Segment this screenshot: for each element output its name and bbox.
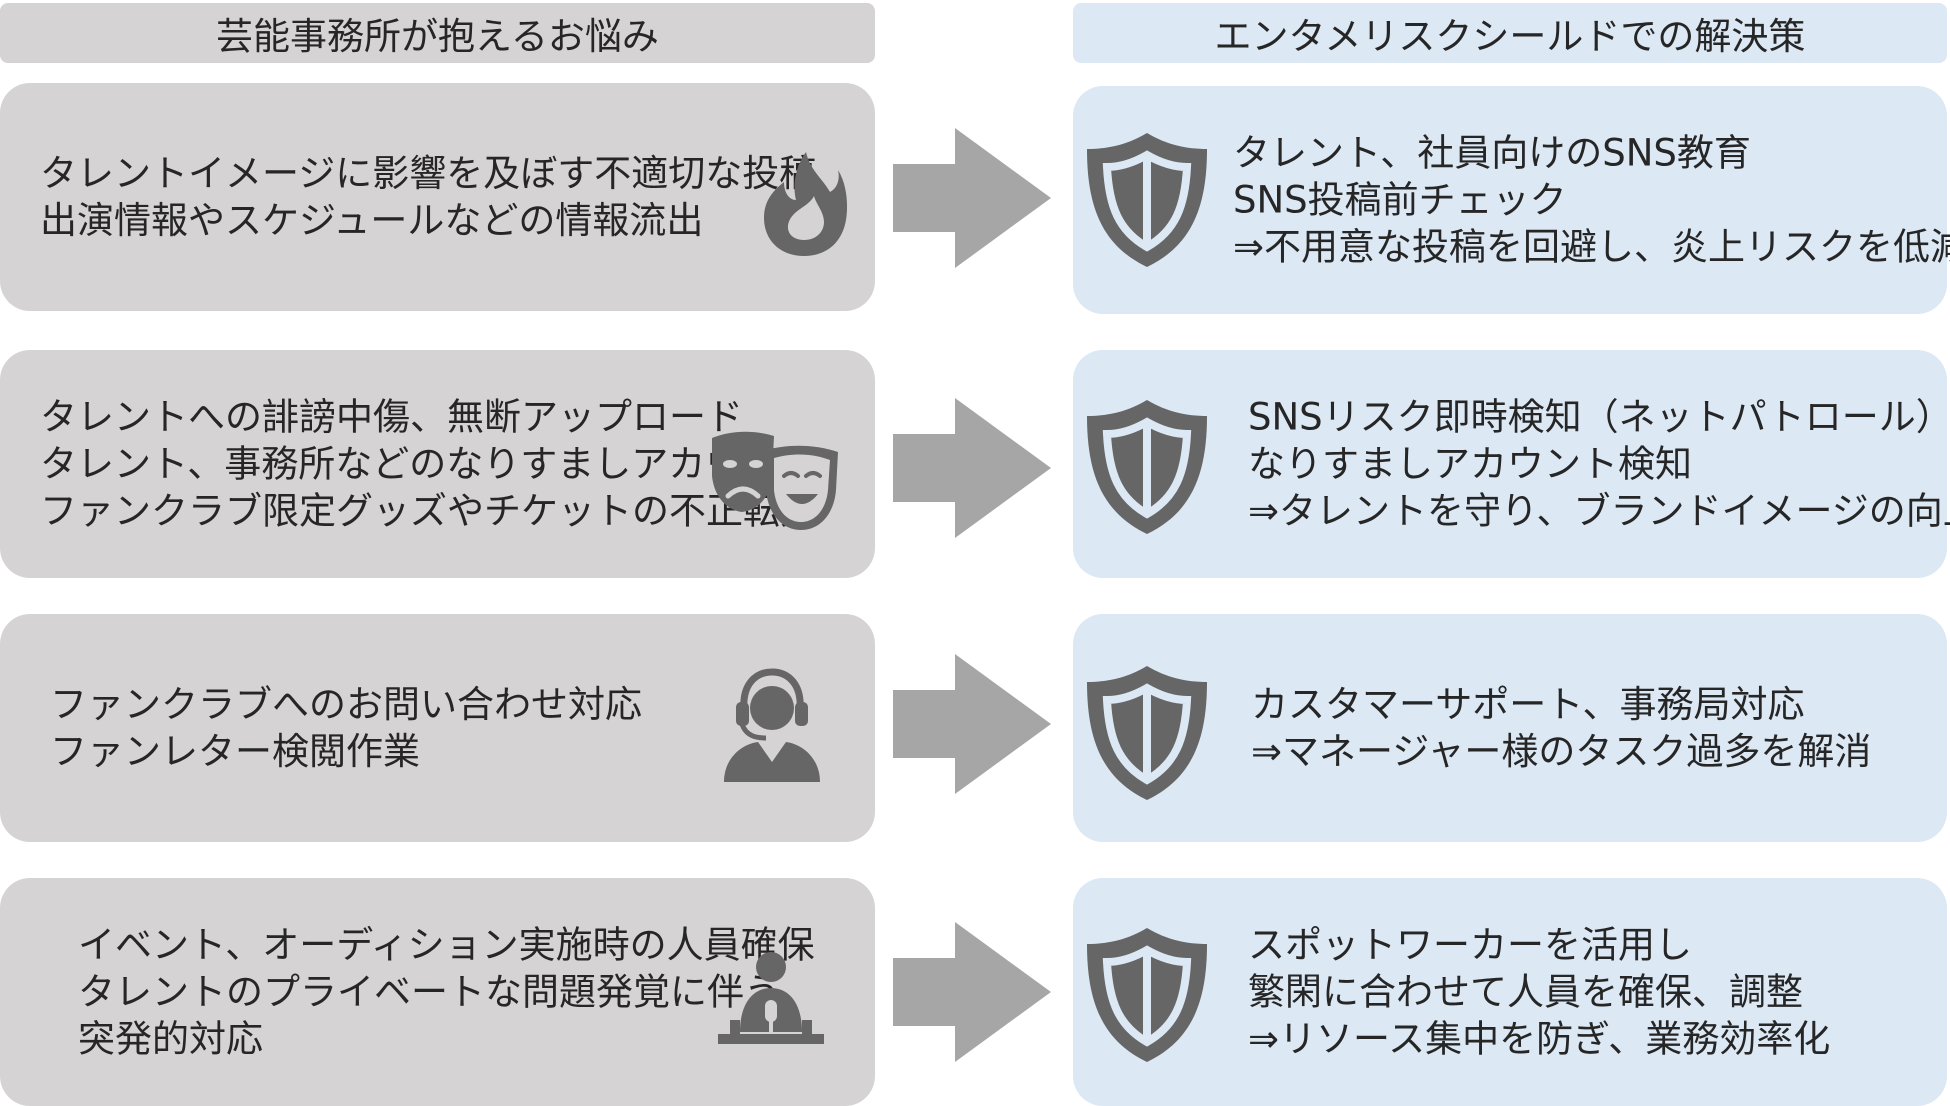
problem-text-1: タレントイメージに影響を及ぼす不適切な投稿 出演情報やスケジュールなどの情報流出 (40, 150, 816, 244)
problem-text-4: イベント、オーディション実施時の人員確保 タレントのプライベートな問題発覚に伴う… (78, 922, 815, 1063)
solution-line: カスタマーサポート、事務局対応 (1251, 683, 1805, 726)
speaker-podium-icon (718, 952, 824, 1044)
shield-icon (1087, 928, 1207, 1062)
solution-line: 繁閑に合わせて人員を確保、調整 (1248, 970, 1803, 1014)
problem-line: ファンレター検閲作業 (50, 730, 420, 773)
problem-line: タレントのプライベートな問題発覚に伴う (78, 970, 781, 1014)
solution-box-4: スポットワーカーを活用し 繁閑に合わせて人員を確保、調整 ⇒リソース集中を防ぎ、… (1073, 878, 1947, 1106)
solution-line: ⇒マネージャー様のタスク過多を解消 (1251, 730, 1872, 773)
solution-line: スポットワーカーを活用し (1248, 923, 1692, 967)
problem-line: タレントへの誹謗中傷、無断アップロード (40, 395, 743, 439)
shield-icon (1087, 666, 1207, 800)
shield-icon (1087, 400, 1207, 534)
solution-line: なりすましアカウント検知 (1248, 442, 1692, 486)
solution-line: タレント、社員向けのSNS教育 (1233, 131, 1751, 175)
flame-icon (764, 152, 848, 256)
solution-line: ⇒タレントを守り、ブランドイメージの向上 (1248, 489, 1950, 533)
solution-text-4: スポットワーカーを活用し 繁閑に合わせて人員を確保、調整 ⇒リソース集中を防ぎ、… (1248, 922, 1830, 1063)
problem-text-3: ファンクラブへのお問い合わせ対応 ファンレター検閲作業 (50, 681, 642, 775)
solution-line: SNS投稿前チェック (1233, 178, 1567, 222)
problem-line: 突発的対応 (78, 1017, 263, 1061)
arrow-icon (893, 654, 1051, 794)
problem-line: タレント、事務所などのなりすましアカウント (40, 442, 817, 486)
problem-line: ファンクラブ限定グッズやチケットの不正転売 (40, 489, 817, 533)
solution-text-2: SNSリスク即時検知（ネットパトロール） なりすましアカウント検知 ⇒タレントを… (1248, 394, 1950, 535)
theater-masks-icon (712, 431, 838, 530)
arrow-icon (893, 922, 1051, 1062)
headset-operator-icon (724, 668, 820, 782)
solution-box-3: カスタマーサポート、事務局対応 ⇒マネージャー様のタスク過多を解消 (1073, 614, 1947, 842)
solution-box-2: SNSリスク即時検知（ネットパトロール） なりすましアカウント検知 ⇒タレントを… (1073, 350, 1950, 578)
solution-line: ⇒リソース集中を防ぎ、業務効率化 (1248, 1017, 1831, 1061)
solution-line: SNSリスク即時検知（ネットパトロール） (1248, 395, 1950, 439)
problem-line: イベント、オーディション実施時の人員確保 (78, 923, 815, 967)
shield-icon (1087, 133, 1207, 267)
problem-line: ファンクラブへのお問い合わせ対応 (50, 683, 642, 726)
problem-line: タレントイメージに影響を及ぼす不適切な投稿 (40, 152, 817, 195)
solution-text-1: タレント、社員向けのSNS教育 SNS投稿前チェック ⇒不用意な投稿を回避し、炎… (1233, 130, 1950, 271)
problem-box-4: イベント、オーディション実施時の人員確保 タレントのプライベートな問題発覚に伴う… (0, 878, 875, 1106)
problem-box-1: タレントイメージに影響を及ぼす不適切な投稿 出演情報やスケジュールなどの情報流出 (0, 83, 875, 311)
solution-line: ⇒不用意な投稿を回避し、炎上リスクを低減 (1233, 225, 1950, 269)
solutions-header: エンタメリスクシールドでの解決策 (1073, 3, 1947, 63)
problem-box-3: ファンクラブへのお問い合わせ対応 ファンレター検閲作業 (0, 614, 875, 842)
problem-line: 出演情報やスケジュールなどの情報流出 (40, 199, 704, 242)
problems-header: 芸能事務所が抱えるお悩み (0, 3, 875, 63)
solution-text-3: カスタマーサポート、事務局対応 ⇒マネージャー様のタスク過多を解消 (1251, 681, 1871, 775)
arrow-icon (893, 398, 1051, 538)
problem-text-2: タレントへの誹謗中傷、無断アップロード タレント、事務所などのなりすましアカウン… (40, 394, 817, 535)
solution-box-1: タレント、社員向けのSNS教育 SNS投稿前チェック ⇒不用意な投稿を回避し、炎… (1073, 86, 1950, 314)
problem-box-2: タレントへの誹謗中傷、無断アップロード タレント、事務所などのなりすましアカウン… (0, 350, 875, 578)
arrow-icon (893, 128, 1051, 268)
